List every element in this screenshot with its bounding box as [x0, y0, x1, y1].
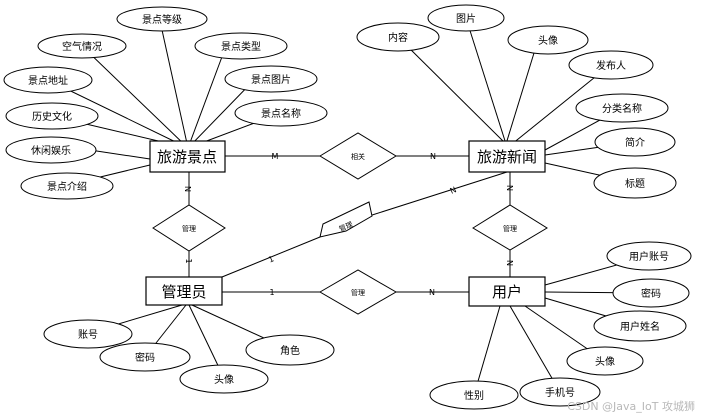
attribute-scenic-name[interactable]: 景点名称 — [234, 99, 328, 127]
attribute-scenic-history[interactable]: 历史文化 — [5, 102, 99, 130]
attribute-admin-password[interactable]: 密码 — [99, 342, 191, 372]
watermark-text: CSDN @Java_IoT 攻城狮 — [567, 399, 695, 413]
entity-news[interactable]: 旅游新闻 — [468, 140, 546, 173]
relationship-manage-news[interactable]: 管理 — [319, 201, 373, 238]
svg-text:内容: 内容 — [388, 31, 408, 44]
cardinality-scenic-related: M — [272, 152, 279, 161]
attribute-user-gender[interactable]: 性别 — [429, 380, 519, 410]
svg-text:发布人: 发布人 — [596, 59, 626, 72]
svg-text:账号: 账号 — [78, 329, 98, 341]
attribute-admin-account[interactable]: 账号 — [43, 319, 133, 349]
attribute-news-title[interactable]: 标题 — [593, 167, 677, 199]
svg-text:景点等级: 景点等级 — [142, 13, 182, 26]
attributes-scenic: 景点等级 空气情况 景点类型 景点地址 景点图片 历史文化 景点名称 休闲娱乐 … — [3, 6, 328, 200]
svg-text:空气情况: 空气情况 — [62, 40, 102, 53]
svg-text:手机号: 手机号 — [545, 386, 575, 399]
cardinality-admin-manage-news: 1 — [267, 254, 275, 264]
svg-text:角色: 角色 — [280, 344, 300, 357]
attribute-user-avatar[interactable]: 头像 — [566, 346, 644, 376]
cardinality-news-usernews: N — [505, 185, 514, 191]
attribute-news-summary[interactable]: 简介 — [594, 127, 676, 157]
entity-user[interactable]: 用户 — [468, 276, 546, 307]
entity-news-label: 旅游新闻 — [477, 148, 537, 166]
cardinality-user-manage: N — [429, 288, 435, 297]
attributes-admin: 账号 密码 头像 角色 — [43, 319, 335, 394]
entity-admin[interactable]: 管理员 — [145, 276, 223, 306]
entity-scenic[interactable]: 旅游景点 — [149, 140, 226, 173]
cardinality-user-usernews: N — [505, 260, 514, 266]
attributes-user: 用户账号 密码 用户姓名 头像 性别 手机号 — [429, 241, 692, 410]
relationship-manage-scenic[interactable]: 管理 — [152, 204, 226, 252]
relationship-user-news-label: 管理 — [503, 224, 517, 233]
connector-lines — [47, 17, 652, 396]
cardinality-news-related: N — [430, 152, 436, 161]
attribute-admin-role[interactable]: 角色 — [245, 334, 335, 366]
attribute-scenic-air[interactable]: 空气情况 — [37, 33, 127, 59]
entity-admin-label: 管理员 — [161, 283, 206, 301]
attribute-scenic-image[interactable]: 景点图片 — [224, 65, 318, 93]
svg-text:休闲娱乐: 休闲娱乐 — [31, 144, 71, 157]
relationship-related-label: 相关 — [351, 152, 365, 161]
relationship-manage-user[interactable]: 管理 — [319, 269, 397, 315]
attribute-user-account[interactable]: 用户账号 — [606, 241, 692, 271]
entity-user-label: 用户 — [492, 283, 522, 301]
svg-text:景点图片: 景点图片 — [251, 73, 291, 86]
cardinality-admin-manage-scenic: 1 — [184, 258, 193, 263]
relationship-manage-user-label: 管理 — [351, 288, 365, 297]
svg-text:景点介绍: 景点介绍 — [47, 180, 87, 193]
svg-text:用户姓名: 用户姓名 — [620, 320, 660, 333]
svg-text:性别: 性别 — [464, 389, 484, 402]
attribute-news-image[interactable]: 图片 — [427, 4, 505, 32]
attribute-user-phone[interactable]: 手机号 — [519, 377, 601, 407]
attribute-scenic-level[interactable]: 景点等级 — [116, 6, 208, 32]
svg-text:景点名称: 景点名称 — [261, 107, 301, 120]
attribute-news-category[interactable]: 分类名称 — [575, 93, 669, 123]
attribute-scenic-intro[interactable]: 景点介绍 — [20, 172, 114, 200]
relationship-related[interactable]: 相关 — [319, 132, 397, 180]
attribute-user-name[interactable]: 用户姓名 — [593, 310, 687, 342]
svg-text:标题: 标题 — [625, 178, 645, 190]
relationship-manage-scenic-label: 管理 — [182, 224, 196, 233]
svg-text:头像: 头像 — [595, 356, 615, 368]
cardinality-scenic-manage: N — [183, 186, 192, 192]
relationship-user-news[interactable]: 管理 — [472, 204, 548, 251]
attribute-news-avatar[interactable]: 头像 — [507, 25, 589, 55]
attribute-scenic-address[interactable]: 景点地址 — [3, 66, 93, 94]
svg-text:密码: 密码 — [641, 287, 661, 300]
svg-text:简介: 简介 — [625, 136, 645, 149]
attribute-news-content[interactable]: 内容 — [356, 22, 440, 52]
svg-text:头像: 头像 — [538, 35, 558, 47]
svg-text:景点类型: 景点类型 — [221, 40, 261, 53]
svg-text:密码: 密码 — [135, 351, 155, 364]
attribute-scenic-type[interactable]: 景点类型 — [194, 32, 288, 60]
attribute-user-password[interactable]: 密码 — [612, 278, 690, 308]
svg-text:头像: 头像 — [214, 374, 234, 386]
svg-text:图片: 图片 — [456, 12, 476, 25]
entity-scenic-label: 旅游景点 — [157, 148, 217, 166]
attribute-news-publisher[interactable]: 发布人 — [568, 50, 654, 80]
attributes-news: 内容 图片 头像 发布人 分类名称 简介 标题 — [356, 4, 677, 199]
cardinality-admin-manage-user: 1 — [269, 288, 274, 297]
cardinality-news-manage: N — [449, 185, 458, 196]
svg-text:分类名称: 分类名称 — [602, 102, 642, 115]
svg-text:景点地址: 景点地址 — [28, 74, 68, 87]
svg-text:历史文化: 历史文化 — [32, 110, 72, 123]
attribute-scenic-leisure[interactable]: 休闲娱乐 — [5, 136, 97, 164]
cardinality-labels: M N N 1 1 N 1 N N N — [183, 152, 514, 297]
svg-text:用户账号: 用户账号 — [629, 250, 669, 263]
attribute-admin-avatar[interactable]: 头像 — [179, 364, 269, 394]
